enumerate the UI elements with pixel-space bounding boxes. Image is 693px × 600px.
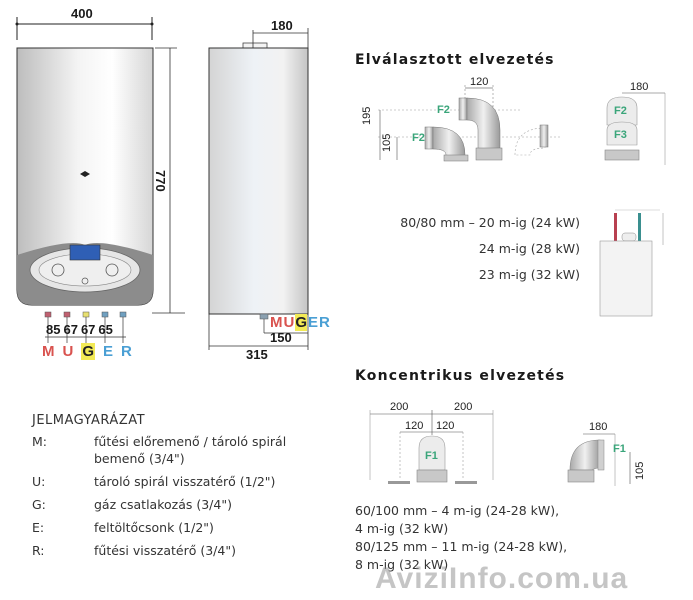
legend-key: M: (32, 434, 47, 449)
spec-line: 60/100 mm – 4 m-ig (24-28 kW), (355, 503, 560, 518)
connection-letter-e: E (308, 314, 319, 331)
separated-specs: 80/80 mm – 20 m-ig (24 kW) 24 m-ig (28 k… (340, 210, 580, 288)
spec-line: 23 m-ig (32 kW) (478, 267, 580, 282)
legend-desc: fűtési előremenő / tároló spirál bemenő … (94, 434, 287, 466)
dim-elbow-105: 105 (634, 461, 646, 480)
legend-key: G: (32, 497, 46, 512)
legend: JELMAGYARÁZAT M: fűtési előremenő / táro… (32, 413, 334, 559)
legend-desc: feltöltőcsonk (1/2") (94, 520, 214, 535)
legend-item: G: gáz csatlakozás (3/4") (32, 496, 334, 513)
fitting-label-f1: F1 (613, 443, 626, 455)
spacing-label: 85 (46, 322, 61, 337)
concentric-specs: 60/100 mm – 4 m-ig (24-28 kW), 4 m-ig (3… (355, 502, 567, 574)
side-depth-dimension: 315 (246, 347, 268, 362)
connection-spacing-labels: 85 67 67 65 (46, 322, 113, 337)
separated-exhaust-title: Elválasztott elvezetés (355, 52, 555, 68)
dim-195: 195 (361, 106, 373, 125)
connection-letter-g: G (295, 314, 308, 331)
side-connection-letters: M U G E R (270, 314, 330, 331)
front-connection-letters: M U G E R (42, 343, 132, 360)
watermark: AviziInfo.com.ua (375, 562, 629, 595)
dim-180: 180 (630, 81, 649, 93)
legend-item: E: feltöltőcsonk (1/2") (32, 519, 334, 536)
connection-letter-m: M (270, 314, 283, 331)
connection-letter-g: G (81, 343, 96, 360)
legend-key: U: (32, 474, 46, 489)
fitting-label-f2: F2 (437, 104, 450, 116)
connection-letter-r: R (121, 343, 132, 360)
front-height-dimension: 770 (153, 170, 168, 192)
dim-120-right: 120 (436, 420, 455, 432)
legend-item: R: fűtési visszatérő (3/4") (32, 542, 334, 559)
side-bottom-offset-dimension: 150 (270, 330, 292, 345)
connection-letter-u: U (283, 314, 295, 331)
legend-key: E: (32, 520, 45, 535)
dim-105: 105 (381, 133, 393, 152)
fitting-label-f2: F2 (412, 132, 425, 144)
front-view-boiler (15, 17, 185, 343)
fitting-label-f1: F1 (425, 450, 438, 462)
fitting-label-f2: F2 (614, 105, 627, 117)
legend-title: JELMAGYARÁZAT (32, 413, 146, 428)
fitting-label-f3: F3 (614, 129, 627, 141)
legend-key: R: (32, 543, 45, 558)
separated-exhaust-drawing (378, 85, 666, 165)
dim-elbow-180: 180 (589, 421, 608, 433)
dim-200-right: 200 (454, 401, 473, 413)
side-top-offset-dimension: 180 (271, 18, 293, 33)
dim-200-left: 200 (390, 401, 409, 413)
connection-letter-m: M (42, 343, 55, 360)
legend-desc: gáz csatlakozás (3/4") (94, 497, 232, 512)
front-width-dimension: 400 (71, 6, 93, 21)
dim-120-left: 120 (405, 420, 424, 432)
side-view-boiler (208, 28, 309, 350)
legend-item: M: fűtési előremenő / tároló spirál beme… (32, 433, 334, 467)
separated-boiler-thumbnail (599, 209, 664, 317)
legend-desc: fűtési visszatérő (3/4") (94, 543, 236, 558)
spacing-label: 65 (98, 322, 113, 337)
spec-line: 80/80 mm – 20 m-ig (24 kW) (400, 215, 580, 230)
spec-line: 4 m-ig (32 kW) (355, 521, 449, 536)
connection-letter-u: U (62, 343, 74, 360)
spec-line: 80/125 mm – 11 m-ig (24-28 kW), (355, 539, 568, 554)
concentric-exhaust-title: Koncentrikus elvezetés (355, 368, 566, 384)
connection-letter-e: E (103, 343, 114, 360)
spec-line: 24 m-ig (28 kW) (478, 241, 580, 256)
spacing-label: 67 (80, 322, 96, 337)
spacing-label: 67 (63, 322, 78, 337)
legend-item: U: tároló spirál visszatérő (1/2") (32, 473, 334, 490)
concentric-exhaust-drawing (369, 410, 631, 486)
legend-desc: tároló spirál visszatérő (1/2") (94, 474, 276, 489)
spec-line: 8 m-ig (32 kW) (355, 557, 449, 572)
connection-letter-r: R (319, 314, 330, 331)
dim-120: 120 (470, 76, 489, 88)
